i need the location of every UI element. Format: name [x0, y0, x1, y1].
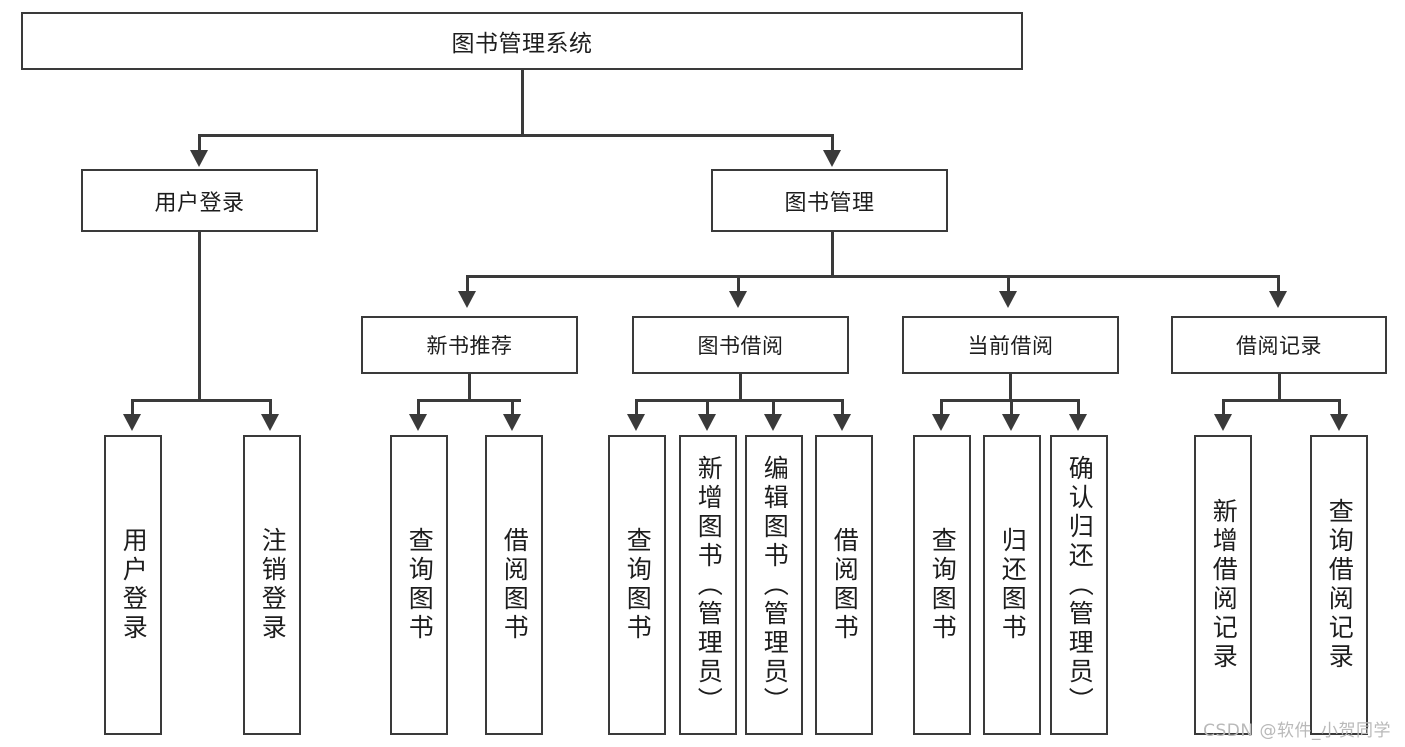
arrowhead-to-new-book — [458, 291, 476, 308]
node-label: 注销登录 — [258, 527, 288, 643]
connector-current-borrow-drop-3 — [1077, 399, 1080, 419]
leaf-user-login[interactable]: 用户登录 — [104, 435, 162, 735]
connector-borrow-record-drop-1 — [1222, 399, 1225, 419]
watermark-text: CSDN @软件_小贺同学 — [1203, 721, 1391, 741]
node-label: 确认归还（管理员） — [1065, 454, 1095, 716]
node-label: 借阅图书 — [500, 527, 530, 643]
node-label: 查询图书 — [928, 527, 958, 643]
node-label: 图书管理系统 — [451, 31, 593, 57]
node-label: 查询图书 — [623, 527, 653, 643]
connector-borrow-record-bar — [1222, 399, 1340, 402]
connector-current-borrow-bar — [940, 399, 1079, 402]
node-label: 图书借阅 — [697, 334, 784, 358]
arrowhead-leaf-borrow-book-1 — [503, 414, 521, 431]
node-label: 新增图书（管理员） — [694, 454, 724, 716]
connector-l3-drop-2 — [737, 275, 740, 296]
connector-root-drop-right — [831, 134, 834, 156]
connector-root-drop-left — [198, 134, 201, 156]
leaf-add-book-admin[interactable]: 新增图书（管理员） — [679, 435, 737, 735]
connector-user-login-bar — [131, 399, 270, 402]
node-label: 用户登录 — [154, 190, 245, 216]
connector-l3-drop-4 — [1277, 275, 1280, 296]
connector-user-login-drop-1 — [131, 399, 134, 419]
connector-new-book-stem — [468, 374, 471, 399]
connector-book-borrow-stem — [739, 374, 742, 399]
node-label: 用户登录 — [119, 527, 149, 643]
leaf-edit-book-admin[interactable]: 编辑图书（管理员） — [745, 435, 803, 735]
leaf-query-book-borrow[interactable]: 查询图书 — [608, 435, 666, 735]
connector-book-borrow-drop-2 — [706, 399, 709, 419]
connector-book-borrow-drop-3 — [772, 399, 775, 419]
connector-root-stem — [521, 70, 524, 134]
arrowhead-leaf-borrow-book-2 — [833, 414, 851, 431]
arrowhead-leaf-query-book-2 — [627, 414, 645, 431]
connector-current-borrow-stem — [1009, 374, 1012, 399]
arrowhead-to-book-manage — [823, 150, 841, 167]
arrowhead-leaf-add-record — [1214, 414, 1232, 431]
node-label: 归还图书 — [998, 527, 1028, 643]
arrowhead-leaf-confirm-return — [1069, 414, 1087, 431]
node-book-management[interactable]: 图书管理 — [711, 169, 948, 232]
arrowhead-leaf-query-book-1 — [409, 414, 427, 431]
connector-book-borrow-drop-4 — [841, 399, 844, 419]
arrowhead-leaf-user-login — [123, 414, 141, 431]
connector-book-borrow-drop-1 — [635, 399, 638, 419]
connector-new-book-bar — [417, 399, 521, 402]
arrowhead-leaf-edit-book — [764, 414, 782, 431]
connector-l3-drop-1 — [466, 275, 469, 296]
connector-l3-drop-3 — [1007, 275, 1010, 296]
connector-current-borrow-drop-2 — [1010, 399, 1013, 419]
node-label: 新书推荐 — [426, 334, 513, 358]
leaf-query-book-current[interactable]: 查询图书 — [913, 435, 971, 735]
node-label: 查询图书 — [405, 527, 435, 643]
leaf-confirm-return-admin[interactable]: 确认归还（管理员） — [1050, 435, 1108, 735]
connector-new-book-drop-1 — [417, 399, 420, 419]
arrowhead-leaf-add-book — [698, 414, 716, 431]
arrowhead-to-borrow-record — [1269, 291, 1287, 308]
leaf-borrow-book-recommend[interactable]: 借阅图书 — [485, 435, 543, 735]
leaf-query-borrow-record[interactable]: 查询借阅记录 — [1310, 435, 1368, 735]
node-label: 图书管理 — [784, 190, 875, 216]
node-label: 查询借阅记录 — [1325, 498, 1355, 672]
connector-borrow-record-stem — [1278, 374, 1281, 399]
connector-user-login-drop-2 — [269, 399, 272, 419]
node-current-borrow[interactable]: 当前借阅 — [902, 316, 1119, 374]
connector-user-login-stem — [198, 232, 201, 399]
arrowhead-to-current-borrow — [999, 291, 1017, 308]
node-label: 新增借阅记录 — [1209, 498, 1239, 672]
node-borrow-record[interactable]: 借阅记录 — [1171, 316, 1387, 374]
connector-current-borrow-drop-1 — [940, 399, 943, 419]
node-root-system[interactable]: 图书管理系统 — [21, 12, 1023, 70]
connector-book-manage-bar — [466, 275, 1280, 278]
connector-book-manage-stem — [831, 232, 834, 275]
node-label: 借阅记录 — [1236, 334, 1322, 358]
leaf-query-book-recommend[interactable]: 查询图书 — [390, 435, 448, 735]
arrowhead-leaf-query-record — [1330, 414, 1348, 431]
leaf-logout[interactable]: 注销登录 — [243, 435, 301, 735]
node-label: 当前借阅 — [967, 334, 1054, 358]
node-label: 编辑图书（管理员） — [760, 454, 790, 716]
arrowhead-leaf-query-book-3 — [932, 414, 950, 431]
connector-root-bar — [198, 134, 834, 137]
arrowhead-leaf-return-book — [1002, 414, 1020, 431]
node-book-borrow[interactable]: 图书借阅 — [632, 316, 849, 374]
arrowhead-to-book-borrow — [729, 291, 747, 308]
arrowhead-to-user-login — [190, 150, 208, 167]
leaf-borrow-book[interactable]: 借阅图书 — [815, 435, 873, 735]
connector-book-borrow-bar — [635, 399, 843, 402]
connector-borrow-record-drop-2 — [1338, 399, 1341, 419]
leaf-add-borrow-record[interactable]: 新增借阅记录 — [1194, 435, 1252, 735]
node-new-book-recommend[interactable]: 新书推荐 — [361, 316, 578, 374]
leaf-return-book[interactable]: 归还图书 — [983, 435, 1041, 735]
node-label: 借阅图书 — [830, 527, 860, 643]
node-user-login[interactable]: 用户登录 — [81, 169, 318, 232]
connector-new-book-drop-2 — [511, 399, 514, 419]
arrowhead-leaf-logout — [261, 414, 279, 431]
